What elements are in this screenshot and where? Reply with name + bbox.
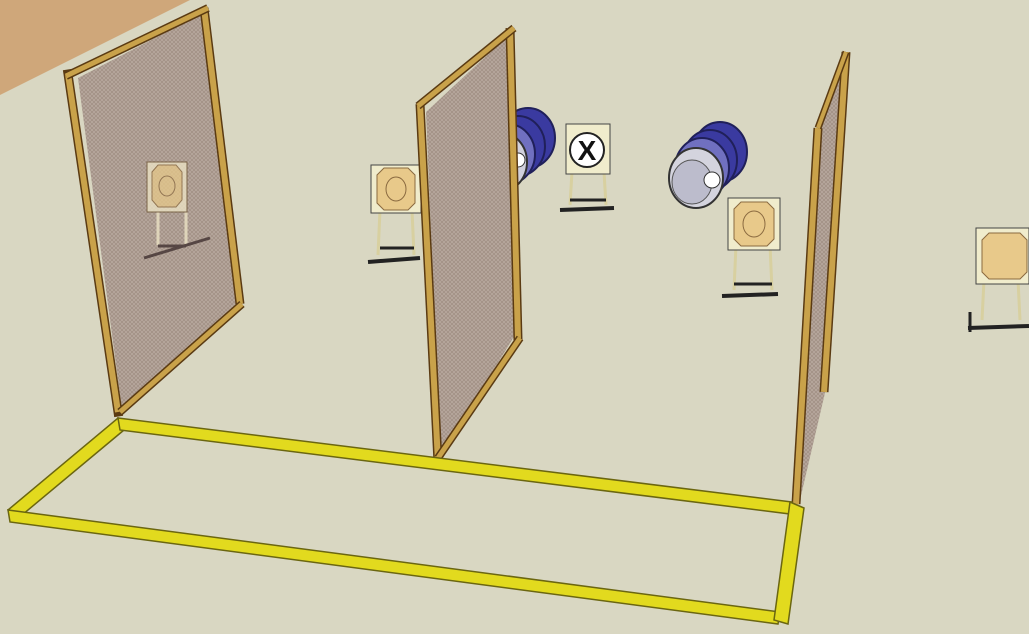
shooting-box-fault-line	[6, 416, 805, 625]
no-shoot-target: X	[559, 123, 615, 212]
target-center-right	[721, 197, 781, 298]
mesh-panel	[426, 32, 518, 458]
barricade-left	[62, 4, 245, 418]
target-far-right	[967, 227, 1029, 332]
barricade-center	[415, 24, 524, 463]
no-shoot-mark: X	[578, 135, 597, 166]
barricade-right	[791, 50, 851, 505]
target-center-left	[367, 164, 422, 264]
wood-floor	[0, 0, 190, 95]
mesh-panel	[800, 55, 844, 500]
target-behind-left-wall	[143, 161, 211, 260]
barrel-popper-right	[668, 121, 748, 209]
